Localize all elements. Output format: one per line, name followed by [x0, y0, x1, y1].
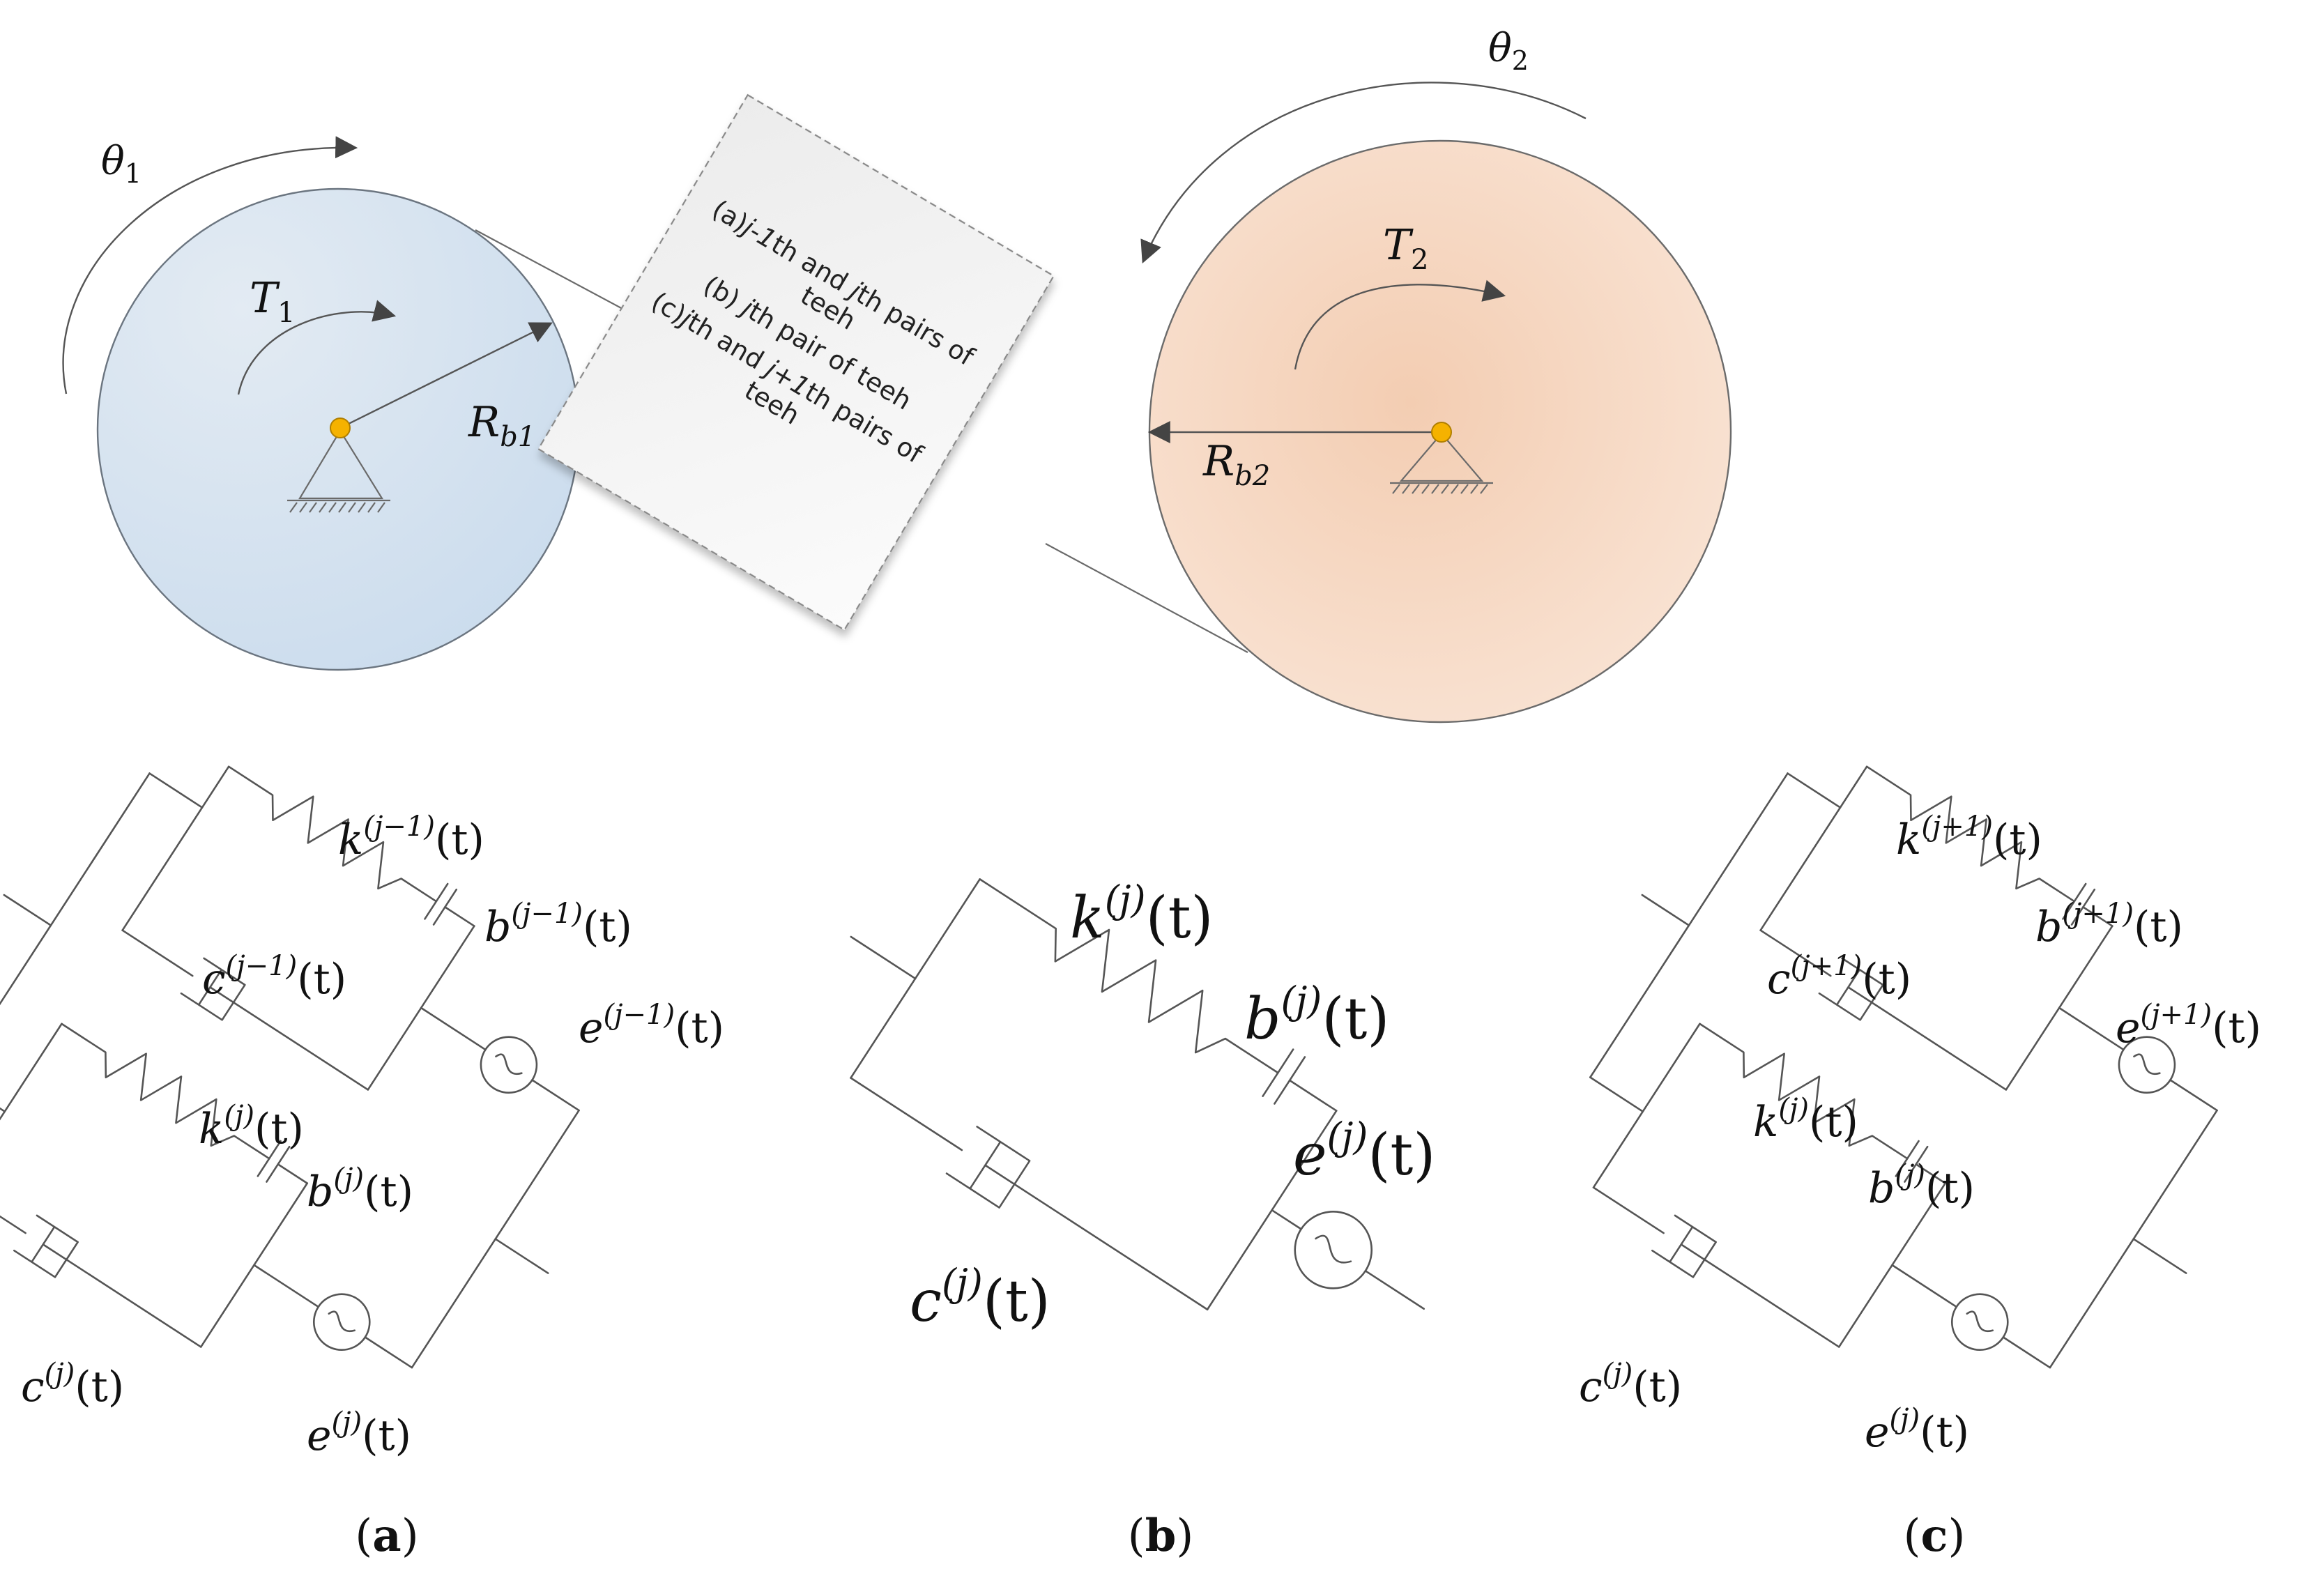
- source-e-b: [1294, 1211, 1373, 1289]
- mesh-note-card: (a)j-1th and jth pairs of teeh (b) jth p…: [537, 93, 1055, 631]
- label-k-b: k(j)(t): [1070, 878, 1214, 951]
- theta-1-rotation-arrow: [62, 136, 358, 395]
- spring-k-lower-c: [1699, 1023, 1909, 1160]
- label-k-upper-c: k(j+1)(t): [1896, 811, 2042, 864]
- damper-c-upper-c: [1818, 957, 2008, 1091]
- label-k-upper-a: k(j−1)(t): [338, 811, 484, 864]
- spring-k-lower-a: [61, 1023, 270, 1160]
- gear-pair: θ1 θ2 T1 T2 Rb1 Rb2 (a)j-1th and jth pai…: [62, 26, 1732, 723]
- gear-1-pivot-support: [287, 418, 390, 513]
- model-b-single-pair: [850, 878, 1425, 1311]
- torque-1-arrow: [237, 300, 397, 395]
- model-b-labels: k(j)(t) b(j)(t) e(j)(t) c(j)(t): [910, 878, 1435, 1335]
- label-c-lower-c: c(j)(t): [1579, 1358, 1682, 1411]
- damper-c-b: [945, 1126, 1209, 1311]
- label-c-upper-a: c(j−1)(t): [202, 950, 346, 1004]
- radius-1-arrow: [339, 322, 553, 429]
- gear-1-pivot: [330, 418, 351, 438]
- model-c-double-pair: [1589, 765, 2218, 1369]
- model-a-labels: k(j−1)(t) b(j−1)(t) c(j−1)(t) e(j−1)(t) …: [21, 811, 724, 1460]
- theta-2-rotation-arrow: [1140, 82, 1587, 263]
- label-e-lower-a: e(j)(t): [307, 1407, 411, 1460]
- label-c-b: c(j)(t): [910, 1261, 1050, 1335]
- label-b-lower-c: b(j)(t): [1868, 1159, 1975, 1213]
- label-b-b: b(j)(t): [1244, 979, 1389, 1052]
- caption-c: (c): [1904, 1510, 1966, 1562]
- caption-b: (b): [1128, 1510, 1194, 1562]
- caption-a: (a): [355, 1510, 418, 1562]
- spring-k-upper-a: [227, 765, 438, 903]
- line-of-action-lower: [1045, 543, 1248, 653]
- label-b-upper-c: b(j+1)(t): [2035, 898, 2183, 951]
- label-c-upper-c: c(j+1)(t): [1767, 950, 1911, 1004]
- source-e-lower-c: [1950, 1293, 2009, 1352]
- model-a-double-pair: [0, 765, 580, 1369]
- label-e-lower-c: e(j)(t): [1865, 1403, 1969, 1457]
- radius-1-label: Rb1: [468, 398, 535, 453]
- spring-k-b: [979, 878, 1279, 1074]
- theta-1-label: θ1: [101, 139, 142, 189]
- theta-2-label: θ2: [1488, 26, 1529, 76]
- torque-2-arrow: [1294, 280, 1506, 370]
- label-e-upper-a: e(j−1)(t): [579, 999, 724, 1052]
- label-b-lower-a: b(j)(t): [307, 1163, 413, 1216]
- label-c-lower-a: c(j)(t): [21, 1358, 124, 1411]
- source-e-upper-a: [480, 1036, 538, 1094]
- label-k-lower-c: k(j)(t): [1753, 1093, 1858, 1147]
- radius-2-label: Rb2: [1202, 437, 1270, 492]
- torque-1-label: T1: [250, 274, 295, 329]
- label-e-upper-c: e(j+1)(t): [2116, 999, 2261, 1052]
- model-c-labels: k(j+1)(t) b(j+1)(t) c(j+1)(t) e(j+1)(t) …: [1579, 811, 2261, 1457]
- damper-c-lower-a: [13, 1214, 202, 1348]
- label-k-lower-a: k(j)(t): [199, 1100, 304, 1154]
- gear-2-pivot: [1431, 422, 1452, 443]
- torque-2-label: T2: [1383, 221, 1428, 276]
- gear-2-pivot-support: [1390, 422, 1493, 494]
- damper-c-upper-a: [180, 957, 369, 1091]
- damper-c-lower-c: [1651, 1214, 1840, 1348]
- label-e-b: e(j)(t): [1293, 1115, 1435, 1188]
- label-b-upper-a: b(j−1)(t): [484, 898, 632, 951]
- spring-k-upper-c: [1865, 765, 2076, 903]
- source-e-lower-a: [312, 1293, 371, 1352]
